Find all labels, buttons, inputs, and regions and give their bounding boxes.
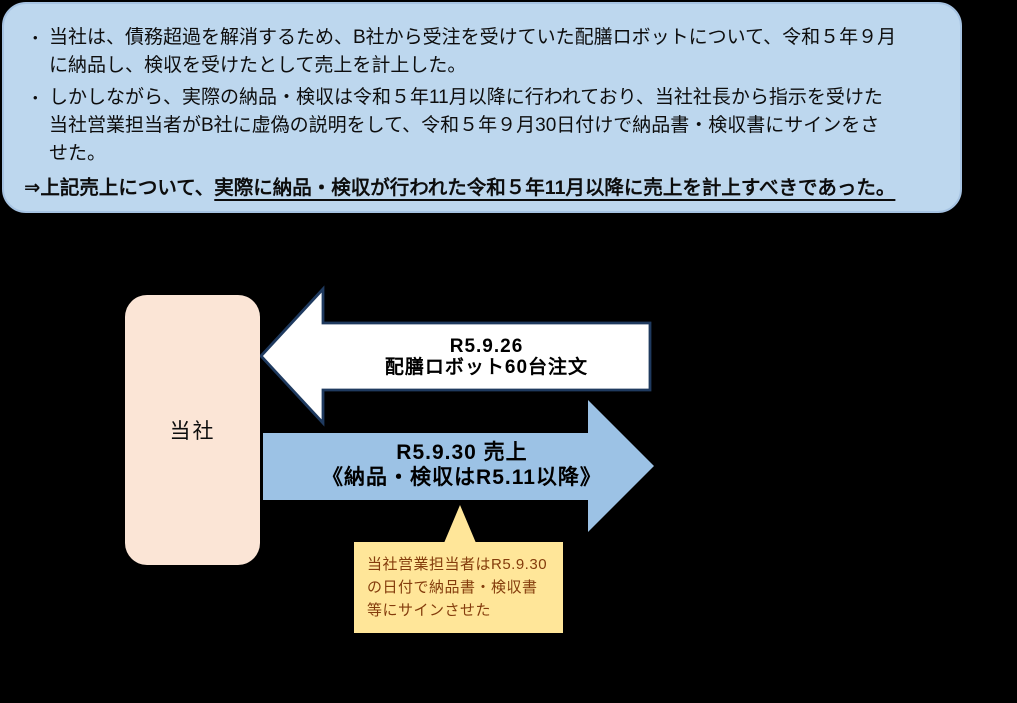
summary-bullet-2-line-3: せた。 bbox=[49, 143, 107, 164]
callout-line-2: の日付で納品書・検収書 bbox=[367, 579, 538, 596]
summary-bullet-2-line-2: 当社営業担当者がB社に虚偽の説明をして、令和５年９月30日付けで納品書・検収書に… bbox=[49, 115, 880, 136]
callout-line-1: 当社営業担当者はR5.9.30 bbox=[367, 556, 548, 573]
sales-arrow-shape bbox=[263, 400, 654, 532]
summary-bullet-2-line-1: しかしながら、実際の納品・検収は令和５年11月以降に行われており、当社社長から指… bbox=[49, 87, 883, 108]
conclusion-underlined: 実際に納品・検収が行われた令和５年11月以降に売上を計上すべきであった。 bbox=[214, 177, 896, 199]
summary-bullet-1-line-2: に納品し、検収を受けたとして売上を計上した。 bbox=[49, 55, 467, 76]
summary-bullet-2-text: しかしながら、実際の納品・検収は令和５年11月以降に行われており、当社社長から指… bbox=[49, 84, 883, 168]
bullet-marker: • bbox=[33, 90, 38, 105]
order-arrow-label: R5.9.26 配膳ロボット60台注文 bbox=[323, 336, 650, 378]
order-arrow-description: 配膳ロボット60台注文 bbox=[384, 357, 589, 378]
summary-bullet-1-text: 当社は、債務超過を解消するため、B社から受注を受けていた配膳ロボットについて、令… bbox=[49, 24, 896, 80]
bullet-marker: • bbox=[33, 30, 38, 45]
conclusion-line: ⇒上記売上について、実際に納品・検収が行われた令和５年11月以降に売上を計上すべ… bbox=[24, 174, 948, 202]
sales-arrow-date: R5.9.30 売上 bbox=[396, 441, 528, 464]
company-box: 当社 bbox=[125, 295, 260, 565]
summary-bullet-2: • しかしながら、実際の納品・検収は令和５年11月以降に行われており、当社社長か… bbox=[24, 84, 948, 168]
sales-arrow-label: R5.9.30 売上 《納品・検収はR5.11以降》 bbox=[262, 440, 662, 490]
conclusion-prefix: ⇒上記売上について、 bbox=[24, 177, 215, 199]
callout-pointer-icon bbox=[444, 505, 476, 543]
callout-box: 当社営業担当者はR5.9.30 の日付で納品書・検収書 等にサインさせた bbox=[354, 542, 563, 633]
sales-arrow-note: 《納品・検収はR5.11以降》 bbox=[322, 466, 602, 489]
company-label: 当社 bbox=[169, 420, 216, 443]
summary-box: • 当社は、債務超過を解消するため、B社から受注を受けていた配膳ロボットについて… bbox=[2, 2, 962, 213]
callout-line-3: 等にサインさせた bbox=[367, 602, 492, 619]
order-arrow-date: R5.9.26 bbox=[449, 336, 524, 357]
summary-bullet-1-line-1: 当社は、債務超過を解消するため、B社から受注を受けていた配膳ロボットについて、令… bbox=[49, 27, 897, 48]
order-arrow-shape bbox=[259, 285, 652, 427]
summary-bullet-1: • 当社は、債務超過を解消するため、B社から受注を受けていた配膳ロボットについて… bbox=[24, 24, 948, 80]
